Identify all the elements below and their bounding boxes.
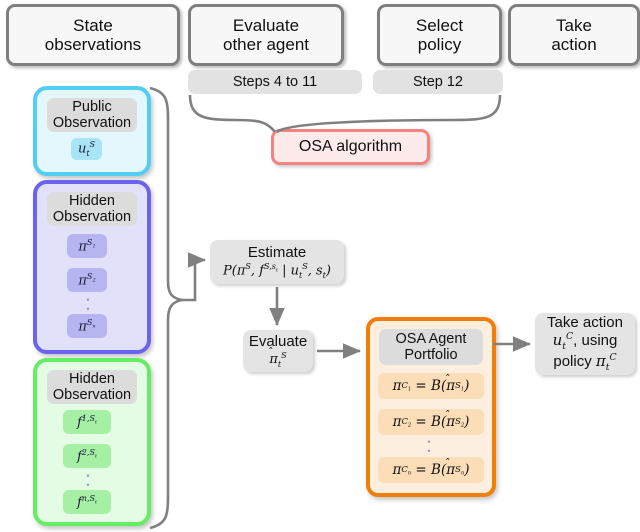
take-action-line3: policy πtC (553, 351, 617, 373)
brace-observations-upper (149, 86, 183, 302)
brace-steps-right (276, 94, 502, 134)
chip-pi-S1: πS1 (67, 234, 107, 258)
header-line1: Select (415, 15, 464, 35)
brace-steps-left (188, 94, 277, 133)
chip-pi-S2: πS2 (67, 268, 107, 292)
public-observation-title: Public Observation (47, 98, 137, 132)
hidden-observation-policies-panel: Hidden Observation πS1 πS2 ••• πSn (33, 180, 151, 354)
arrow-to-estimate (182, 252, 207, 302)
header-state-observations: State observations (6, 4, 180, 66)
header-select-policy: Select policy (377, 4, 502, 66)
header-take-action: Take action (508, 4, 640, 66)
portfolio-row-n: πCn = B(̂πSn) (378, 457, 484, 483)
vertical-ellipsis-icon: ••• (86, 471, 90, 499)
hidden-observation-features-panel: Hidden Observation f1,St f2,St ••• fn,St (33, 358, 151, 526)
hidden-observation-policies-title: Hidden Observation (47, 192, 137, 226)
header-line2: observations (44, 35, 142, 54)
public-observation-panel: Public Observation utS (33, 86, 151, 176)
portfolio-row-1: πC1 = B(̂πS1) (378, 373, 484, 399)
header-evaluate-other-agent: Evaluate other agent (188, 4, 344, 66)
chip-f-n-St: fn,St (63, 490, 111, 514)
take-action-line1: Take action (547, 314, 623, 332)
osa-algorithm-box: OSA algorithm (271, 129, 430, 165)
evaluate-box: Evaluate ̂πtS (243, 330, 313, 372)
chip-u-t-S: utS (71, 138, 102, 160)
take-action-box: Take action utC, using policy πtC (535, 313, 635, 375)
portfolio-row-2: πC2 = B(̂πS2) (378, 409, 484, 435)
estimate-formula: P(πS, fS,st | utS, st) (223, 261, 331, 280)
take-action-line2: utC, using (552, 330, 618, 352)
chip-f-2-St: f2,St (63, 444, 111, 468)
chip-f-1-St: f1,St (63, 410, 111, 434)
estimate-title: Estimate (247, 243, 307, 261)
step-chip-steps-4-to-11: Steps 4 to 11 (188, 70, 362, 94)
header-line1: State (73, 15, 113, 35)
step-chip-step-12: Step 12 (373, 70, 503, 94)
vertical-ellipsis-icon: ••• (86, 295, 90, 323)
estimate-box: Estimate P(πS, fS,st | utS, st) (210, 240, 344, 284)
vertical-ellipsis-icon: ••• (427, 437, 431, 465)
evaluate-title: Evaluate (248, 332, 308, 350)
hidden-observation-features-title: Hidden Observation (47, 370, 137, 404)
header-line2: other agent (222, 35, 309, 54)
brace-observations-lower (149, 298, 183, 530)
evaluate-formula: ̂πtS (269, 350, 287, 369)
chip-pi-Sn: πSn (67, 314, 107, 338)
osa-agent-portfolio-panel: OSA Agent Portfolio πC1 = B(̂πS1) πC2 = … (366, 317, 496, 497)
header-line1: Evaluate (232, 15, 300, 35)
header-line1: Take (556, 15, 592, 35)
header-line2: policy (417, 35, 462, 54)
header-line2: action (551, 35, 597, 54)
osa-agent-portfolio-title: OSA Agent Portfolio (379, 329, 483, 365)
